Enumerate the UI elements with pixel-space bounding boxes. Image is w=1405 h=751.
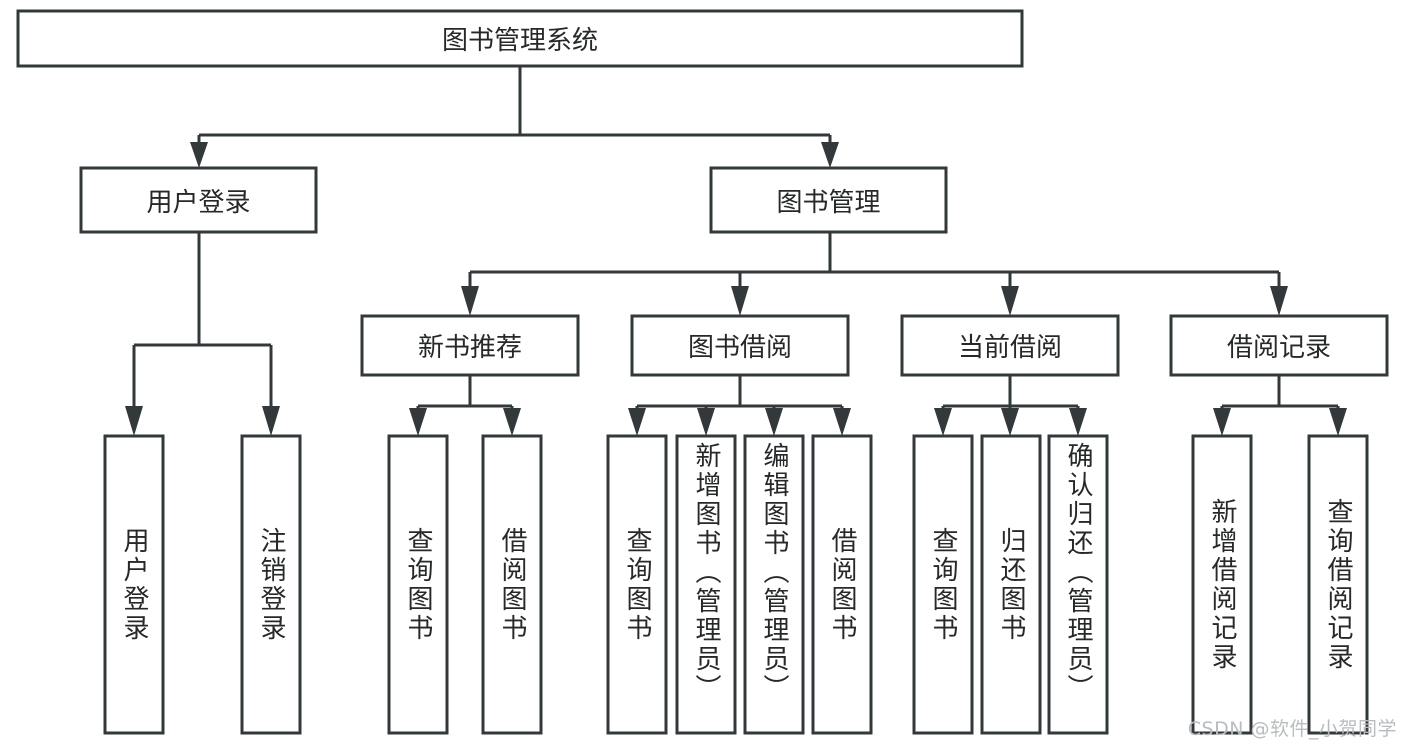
node-box-leaf-query-book-2[interactable] [606, 434, 668, 735]
arrow-leaf-logout-login [262, 406, 280, 436]
node-box-leaf-logout-login[interactable] [240, 434, 302, 735]
arrow-user-login [190, 142, 208, 168]
csdn-watermark: CSDN @软件_小贺同学 [1187, 718, 1397, 740]
arrow-book-manage [821, 142, 839, 168]
node-box-leaf-borrow-book-1[interactable] [481, 434, 543, 735]
node-box-leaf-return-book[interactable] [980, 434, 1042, 735]
node-box-user-login[interactable] [79, 166, 318, 234]
node-box-leaf-add-record[interactable] [1191, 434, 1253, 735]
node-box-leaf-query-record[interactable] [1307, 434, 1369, 735]
node-box-book-borrow[interactable] [630, 314, 850, 377]
arrow-new-book-recommend [461, 286, 479, 316]
node-box-leaf-borrow-book-2[interactable] [811, 434, 873, 735]
node-box-leaf-confirm-return[interactable] [1047, 434, 1109, 735]
arrow-leaf-edit-book [765, 408, 783, 436]
node-box-current-borrow[interactable] [900, 314, 1120, 377]
node-box-leaf-query-book-1[interactable] [387, 434, 449, 735]
arrow-leaf-query-book-1 [409, 408, 427, 436]
arrow-leaf-query-book-2 [628, 408, 646, 436]
arrow-leaf-user-login [125, 406, 143, 436]
node-box-leaf-user-login[interactable] [103, 434, 165, 735]
arrow-leaf-query-book-3 [934, 408, 952, 436]
arrow-leaf-return-book [1001, 408, 1019, 436]
node-box-root[interactable] [16, 9, 1024, 68]
arrow-book-borrow [731, 286, 749, 316]
arrow-leaf-query-record [1329, 408, 1347, 436]
node-box-borrow-record[interactable] [1169, 314, 1389, 377]
arrow-borrow-record [1270, 286, 1288, 316]
arrow-current-borrow [1001, 286, 1019, 316]
connector-layer [125, 66, 1347, 436]
arrow-leaf-borrow-book-1 [503, 408, 521, 436]
arrow-leaf-borrow-book-2 [833, 408, 851, 436]
node-box-new-book-recommend[interactable] [360, 314, 580, 377]
node-box-leaf-add-book[interactable] [675, 434, 737, 735]
node-box-leaf-query-book-3[interactable] [912, 434, 974, 735]
arrow-leaf-confirm-return [1069, 408, 1087, 436]
node-box-leaf-edit-book[interactable] [743, 434, 805, 735]
node-layer [16, 9, 1389, 735]
arrow-leaf-add-record [1213, 408, 1231, 436]
node-box-book-manage[interactable] [709, 166, 948, 234]
arrow-leaf-add-book [697, 408, 715, 436]
